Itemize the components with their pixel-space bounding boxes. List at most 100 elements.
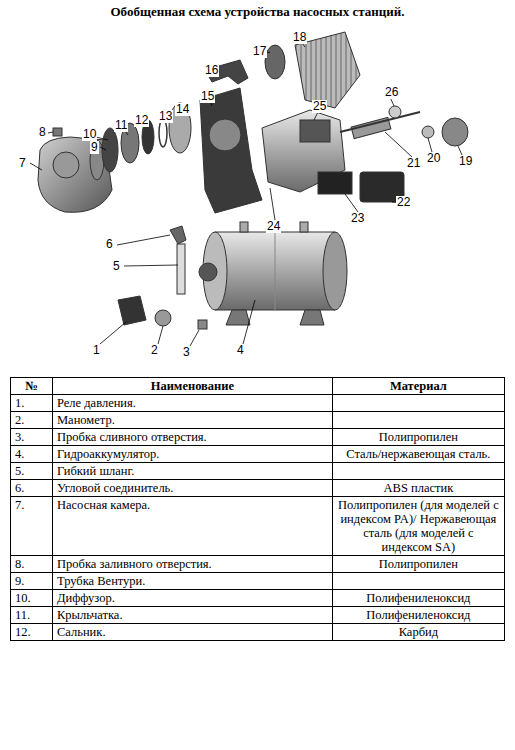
table-text: Гидроаккумулятор.: [57, 447, 159, 461]
table-text: 7.: [15, 498, 24, 512]
callout-number: 10: [82, 128, 97, 141]
table-cell: Сальник.: [53, 624, 333, 641]
table-text: Диффузор.: [57, 591, 115, 605]
callout-number: 3: [182, 346, 191, 359]
table-cell: Материал: [332, 378, 504, 395]
callout-number: 19: [458, 155, 473, 168]
callout-number: 6: [105, 238, 114, 251]
table-cell: Пробка сливного отверстия.: [53, 429, 333, 446]
table-text: 4.: [15, 447, 24, 461]
callout-number: 26: [384, 86, 399, 99]
table-text: 3.: [15, 430, 24, 444]
callout-number: 7: [18, 157, 27, 170]
table-cell: Карбид: [332, 624, 504, 641]
table-text: 1.: [15, 396, 24, 410]
callout-number: 16: [204, 64, 219, 77]
callout-number: 21: [406, 157, 421, 170]
table-text: 11.: [15, 608, 30, 622]
table-text: 12.: [15, 625, 31, 639]
table-cell: Диффузор.: [53, 590, 333, 607]
table-cell: Реле давления.: [53, 395, 333, 412]
table-cell: [332, 412, 504, 429]
callout-number: 13: [158, 110, 173, 123]
table-cell: 10.: [11, 590, 53, 607]
table-cell: 2.: [11, 412, 53, 429]
callout-number: 15: [200, 90, 215, 103]
table-text: 8.: [15, 557, 24, 571]
callout-number: 20: [426, 152, 441, 165]
callout-number: 1: [92, 344, 101, 357]
table-cell: ABS пластик: [332, 480, 504, 497]
table-cell: Пробка заливного отверстия.: [53, 556, 333, 573]
callout-number: 8: [38, 126, 47, 139]
callout-number: 17: [252, 45, 267, 58]
table-cell: Манометр.: [53, 412, 333, 429]
table-text: Крыльчатка.: [57, 608, 123, 622]
table-cell: 1.: [11, 395, 53, 412]
table-text: 6.: [15, 481, 24, 495]
table-cell: Полипропилен: [332, 556, 504, 573]
table-cell: 8.: [11, 556, 53, 573]
table-cell: №: [11, 378, 53, 395]
table-cell: 6.: [11, 480, 53, 497]
callout-number: 12: [134, 114, 149, 127]
table-cell: Сталь/нержавеющая сталь.: [332, 446, 504, 463]
table-cell: Трубка Вентури.: [53, 573, 333, 590]
table-text: Реле давления.: [57, 396, 136, 410]
table-cell: Полипропилен: [332, 429, 504, 446]
table-text: 5.: [15, 464, 24, 478]
callout-number: 18: [292, 31, 307, 44]
table-cell: Гидроаккумулятор.: [53, 446, 333, 463]
table-cell: [332, 463, 504, 480]
callout-number: 2: [150, 344, 159, 357]
callout-number: 23: [350, 212, 365, 225]
table-cell: Угловой соединитель.: [53, 480, 333, 497]
table-cell: Наименование: [53, 378, 333, 395]
table-header: Наименование: [151, 379, 234, 393]
table-text: 9.: [15, 574, 24, 588]
table-cell: Полифениленоксид: [332, 607, 504, 624]
table-cell: [332, 573, 504, 590]
table-text: Пробка сливного отверстия.: [57, 430, 207, 444]
title: Обобщенная схема устройства насосных ста…: [0, 4, 515, 20]
table-cell: 11.: [11, 607, 53, 624]
callout-number: 14: [175, 103, 190, 116]
parts-table: № Наименование Материал 1. Реле давления. 2. М…: [10, 377, 505, 641]
table-cell: Полифениленоксид: [332, 590, 504, 607]
table-text: Трубка Вентури.: [57, 574, 145, 588]
table-text: Полифениленоксид: [366, 591, 470, 605]
table-text: Сталь/нержавеющая сталь.: [346, 447, 490, 461]
table-text: ABS пластик: [384, 481, 454, 495]
table-cell: 7.: [11, 497, 53, 556]
table-text: Полифениленоксид: [366, 608, 470, 622]
table-text: Карбид: [399, 625, 438, 639]
callout-number: 5: [112, 260, 121, 273]
table-text: Полипропилен (для моделей с индексом PA)…: [338, 498, 499, 554]
table-cell: Гибкий шланг.: [53, 463, 333, 480]
table-cell: Полипропилен (для моделей с индексом PA)…: [332, 497, 504, 556]
table-text: Манометр.: [57, 413, 115, 427]
table-text: Насосная камера.: [57, 498, 150, 512]
table-cell: Насосная камера.: [53, 497, 333, 556]
callout-number: 25: [312, 100, 327, 113]
table-text: 2.: [15, 413, 24, 427]
table-text: Полипропилен: [379, 557, 458, 571]
table-cell: 12.: [11, 624, 53, 641]
table-text: Пробка заливного отверстия.: [57, 557, 212, 571]
table-cell: 4.: [11, 446, 53, 463]
table-text: Гибкий шланг.: [57, 464, 134, 478]
table-cell: 5.: [11, 463, 53, 480]
table-text: 10.: [15, 591, 31, 605]
table-cell: Крыльчатка.: [53, 607, 333, 624]
table-cell: 3.: [11, 429, 53, 446]
callout-number: 11: [114, 119, 128, 132]
table-text: Сальник.: [57, 625, 106, 639]
callout-number: 22: [396, 196, 411, 209]
table-cell: [332, 395, 504, 412]
table-text: Угловой соединитель.: [57, 481, 173, 495]
table-cell: 9.: [11, 573, 53, 590]
callout-number: 24: [266, 220, 281, 233]
table-header: №: [25, 379, 38, 393]
callout-number: 4: [236, 344, 245, 357]
table-header: Материал: [390, 379, 447, 393]
